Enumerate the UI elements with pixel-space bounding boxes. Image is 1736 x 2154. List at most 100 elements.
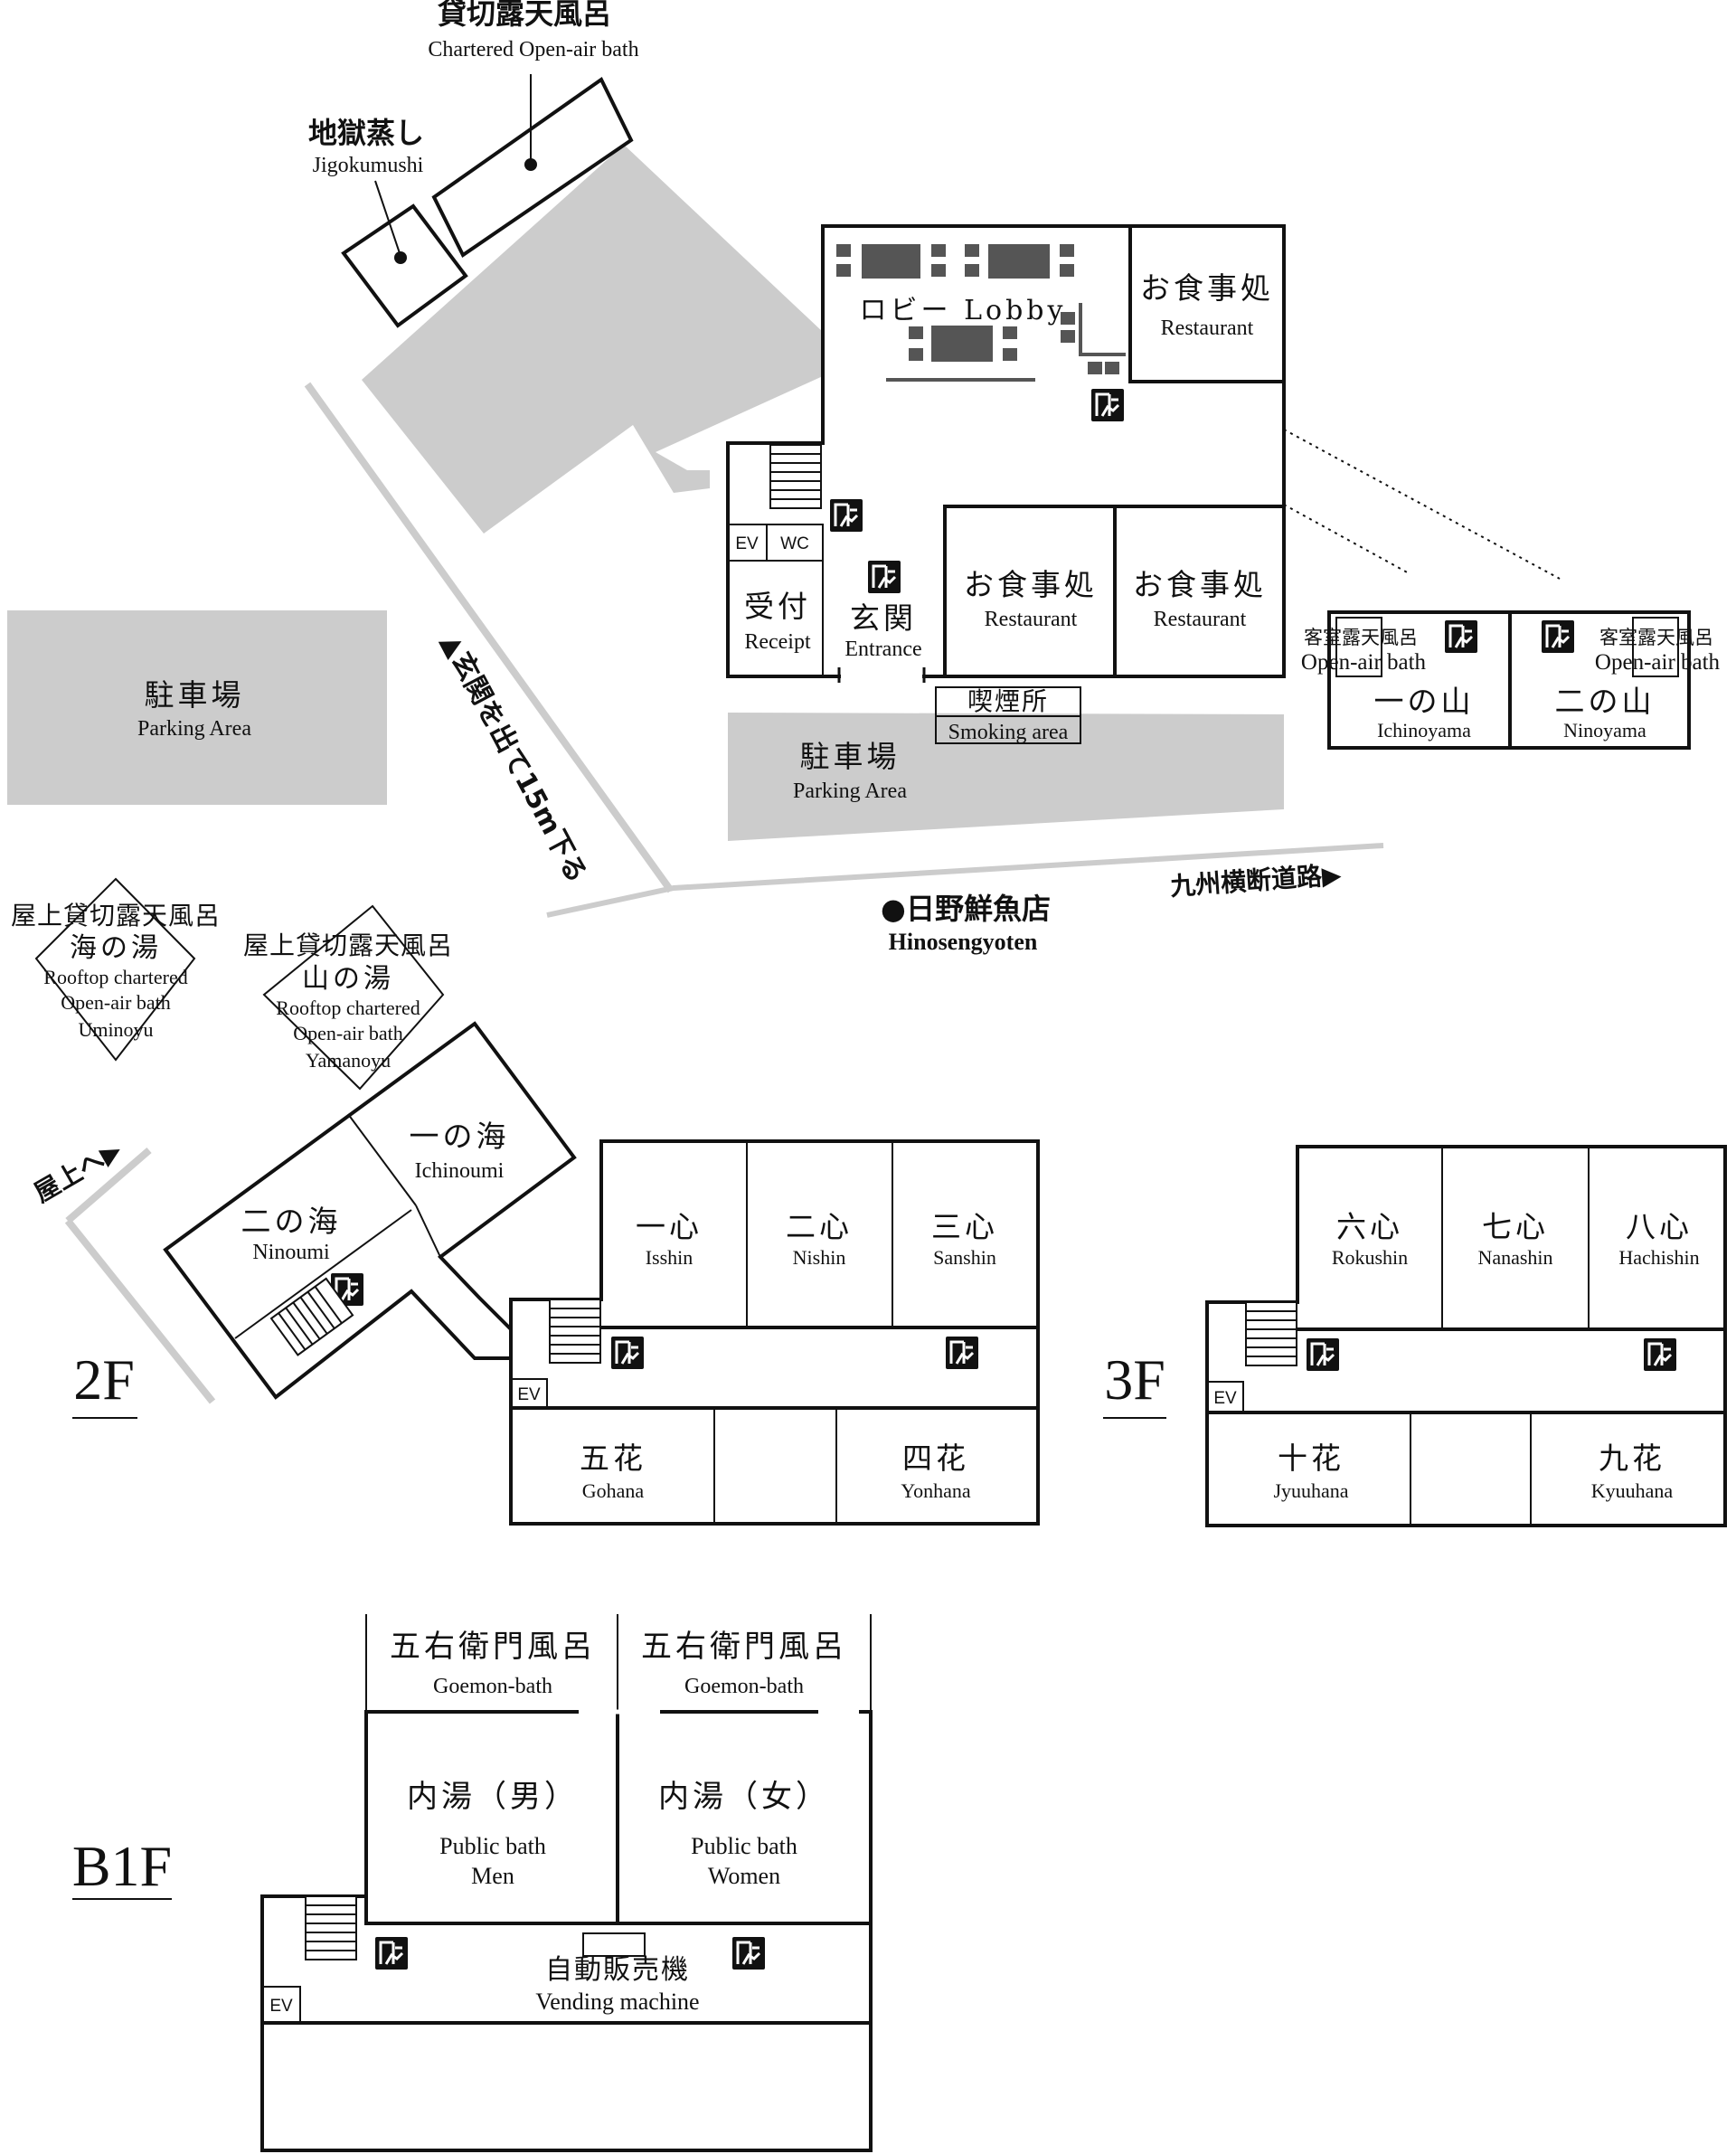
ninoumi-en: Ninoumi [252,1241,330,1264]
restaurant-b-jp: お食事処 [1133,567,1267,602]
staircase-icon [305,1895,357,1960]
fish-shop-jp: ●日野鮮魚店 [881,892,1051,926]
goemon-2-jp: 五右衛門風呂 [641,1629,847,1665]
jigokumushi-dot-icon [394,251,407,264]
nishin-en: Nishin [793,1246,846,1269]
hachishin-en: Hachishin [1618,1246,1699,1269]
rokushin-jp: 六心 [1336,1209,1403,1244]
jyuuhana-jp: 十花 [1278,1441,1344,1476]
receipt-jp: 受付 [744,589,811,624]
yama-bath-en1: Rooftop chartered [276,997,420,1019]
restaurant-a [943,505,1117,678]
ichinoumi-jp: 一の海 [410,1119,510,1154]
emergency-exit-icon [1642,1337,1678,1373]
emergency-exit-icon [1305,1337,1341,1373]
room-bath-1-jp: 客室露天風呂 [1304,627,1418,648]
fish-shop-en: Hinosengyoten [889,929,1038,955]
kyushu-road-label: 九州横断道路▶ [1169,860,1343,902]
restaurant-top-en: Restaurant [1161,316,1254,340]
vending-jp: 自動販売機 [545,1954,690,1986]
isshin-en: Isshin [646,1246,693,1269]
restaurant-top-jp: お食事処 [1140,270,1274,306]
restaurant-a-en: Restaurant [985,608,1078,631]
sanshin-en: Sanshin [933,1246,996,1269]
goemon-2-en: Goemon-bath [684,1675,804,1698]
emergency-exit-icon [731,1935,767,1971]
yama-bath-en3: Yamanoyu [306,1049,391,1072]
restaurant-b [1113,505,1286,678]
staircase-icon [549,1299,601,1364]
room-bath-1-en: Open-air bath [1301,650,1427,675]
3f-lower-rooms [1205,1411,1727,1527]
receipt-en: Receipt [744,630,811,654]
b1f-label: B1F [72,1834,172,1898]
bath-women-en2: Women [708,1863,780,1889]
jigokumushi-jp: 地獄蒸し [308,116,424,150]
goemon-1-en: Goemon-bath [433,1675,552,1698]
emergency-exit-icon [828,497,864,534]
umi-bath-en2: Open-air bath [61,991,171,1014]
3f-main-block [1205,1145,1727,1414]
gohana-en: Gohana [582,1479,645,1502]
bath-men-en1: Public bath [439,1833,546,1859]
parking-front-en: Parking Area [793,779,907,803]
ninoyama-en: Ninoyama [1563,719,1646,742]
emergency-exit-icon [944,1335,980,1371]
parking-lot-upper [362,145,854,534]
sanshin-jp: 三心 [931,1209,998,1244]
nanashin-en: Nanashin [1477,1246,1552,1269]
smoking-jp: 喫煙所 [967,686,1049,716]
jigokumushi-en: Jigokumushi [313,154,424,177]
isshin-jp: 一心 [636,1209,703,1244]
gohana-jp: 五花 [580,1441,646,1476]
yonhana-jp: 四花 [902,1441,969,1476]
parking-left-en: Parking Area [137,717,251,741]
nanashin-jp: 七心 [1482,1209,1549,1244]
emergency-exit-icon [1090,387,1126,423]
ichinoyama-en: Ichinoyama [1377,719,1471,742]
emergency-exit-icon [866,559,902,595]
room-ninoyama [1508,610,1691,750]
parking-lot-front [728,713,1284,841]
2f-label: 2F [73,1347,135,1412]
room-bath-2-en: Open-air bath [1595,650,1721,675]
lobby-furniture [836,244,1119,374]
emergency-exit-icon [373,1935,410,1971]
room-bath-2-jp: 客室露天風呂 [1599,627,1713,648]
smoking-en: Smoking area [948,721,1069,744]
yama-bath-en2: Open-air bath [293,1022,403,1044]
parking-front-jp: 駐車場 [800,739,901,774]
2f-lower-rooms [509,1406,1040,1526]
ninoyama-jp: 二の山 [1555,684,1656,719]
yama-bath-jp1: 屋上貸切露天風呂 [243,931,453,960]
nishin-jp: 二心 [786,1209,853,1244]
goemon-1-jp: 五右衛門風呂 [390,1629,596,1665]
bath-men-jp: 内湯（男） [407,1779,579,1815]
b1f-ev-label: EV [269,1997,293,2016]
yonhana-en: Yonhana [901,1479,970,1502]
2f-ev-label: EV [517,1385,541,1404]
umi-bath-en1: Rooftop chartered [43,966,187,988]
staircase-icon [269,1277,354,1356]
emergency-exit-icon [609,1335,646,1371]
hachishin-jp: 八心 [1626,1209,1693,1244]
b1f-lower-room [260,2021,873,2152]
to-roof-label: 屋上へ▶ [29,1134,127,1208]
chartered-bath-en: Chartered Open-air bath [428,38,638,61]
entrance-en: Entrance [844,638,921,661]
yama-bath-diamond [262,904,445,1091]
3f-ev-label: EV [1213,1389,1237,1408]
restaurant-b-en: Restaurant [1154,608,1247,631]
umi-bath-jp1: 屋上貸切露天風呂 [11,901,221,931]
kyuuhana-en: Kyuuhana [1591,1479,1674,1502]
restaurant-top [1128,224,1286,383]
jyuuhana-en: Jyuuhana [1273,1479,1348,1502]
ichinoumi-en: Ichinoumi [415,1159,505,1183]
ground-wc-label: WC [780,534,809,553]
3f-label: 3F [1104,1347,1165,1412]
ichinoyama-jp: 一の山 [1374,684,1475,719]
emergency-exit-icon [1540,619,1576,655]
road-main [546,843,1384,918]
bath-women-en1: Public bath [691,1833,797,1859]
ground-ev-label: EV [735,534,759,553]
